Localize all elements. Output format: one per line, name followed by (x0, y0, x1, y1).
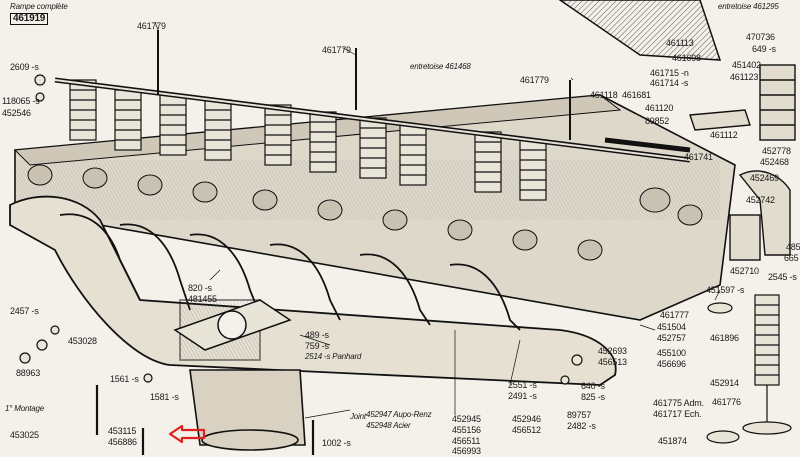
label-part-461779-c: 461779 (520, 75, 549, 85)
valve-springs (69, 79, 547, 201)
label-part-452946: 452946 (512, 414, 541, 424)
label-gasket: Joint (350, 412, 366, 421)
valve-spring-assembly (706, 294, 792, 444)
studs (95, 385, 315, 455)
label-part-470736: 470736 (746, 32, 775, 42)
washers (19, 74, 583, 385)
label-part-461896: 461896 (710, 333, 739, 343)
label-spacer-461295: entretoise 461295 (718, 2, 779, 11)
manifold-outlet (189, 369, 306, 451)
label-part-452945: 452945 (452, 414, 481, 424)
label-part-640s: 640 -s (581, 381, 605, 391)
label-part-649s: 649 -s (752, 44, 776, 54)
rocker-shaft (54, 77, 691, 163)
label-part-461919: 461919 (10, 13, 49, 25)
label-part-461741: 461741 (684, 152, 713, 162)
label-part-2491s: 2491 -s (508, 391, 537, 401)
label-part-452469: 452469 (750, 173, 779, 183)
label-part-452546: 452546 (2, 108, 31, 118)
label-part-452742: 452742 (746, 195, 775, 205)
label-part-118065s: 118065 -s (2, 96, 40, 106)
label-first-assembly: 1° Montage (5, 404, 45, 413)
thermostat-housing (729, 170, 791, 261)
push-rods (157, 30, 571, 140)
label-part-461779-b: 461779 (322, 45, 351, 55)
label-spacer-461468: entretoise 461468 (410, 62, 471, 71)
label-part-461118: 461118 (590, 90, 618, 100)
label-part-461698: 461698 (672, 53, 701, 63)
label-part-451874: 451874 (658, 436, 687, 446)
label-part-1581s: 1581 -s (150, 392, 179, 402)
label-part-89852: 89852 (645, 116, 670, 126)
label-full-ramp: Rampe complète (10, 2, 68, 11)
label-part-452778: 452778 (762, 146, 791, 156)
left-arrow-icon (168, 424, 206, 444)
label-part-451402: 451402 (732, 60, 761, 70)
label-part-452948: 452948 Acier (366, 421, 411, 430)
label-part-455156: 455156 (452, 425, 481, 435)
label-part-456696: 456696 (657, 359, 686, 369)
label-part-461717: 461717 Ech. (653, 409, 702, 419)
label-part-453115: 453115 (108, 426, 137, 436)
label-part-1002s: 1002 -s (322, 438, 351, 448)
label-part-2457s: 2457 -s (10, 306, 39, 316)
label-part-452710: 452710 (730, 266, 759, 276)
label-part-825s: 825 -s (581, 392, 605, 402)
label-part-461779-a: 461779 (137, 21, 166, 31)
label-part-452693: 452693 (598, 346, 627, 356)
label-part-461715n: 461715 -n (650, 68, 689, 78)
label-part-456512: 456512 (512, 425, 541, 435)
label-part-456993: 456993 (452, 446, 481, 456)
label-part-461775: 461775 Adm. (653, 398, 704, 408)
label-part-665s: 665 -s (784, 253, 800, 263)
label-part-461714s: 461714 -s (650, 78, 689, 88)
label-part-456886: 456886 (108, 437, 137, 447)
label-part-485: 485 (786, 242, 800, 252)
label-part-453028: 453028 (68, 336, 97, 346)
label-part-2482s: 2482 -s (567, 421, 596, 431)
label-part-452914: 452914 (710, 378, 739, 388)
label-part-452757: 452757 (657, 333, 686, 343)
label-part-456513: 456513 (598, 357, 627, 367)
intake-flange (173, 299, 292, 351)
label-part-461776: 461776 (712, 397, 741, 407)
label-part-452468: 452468 (760, 157, 789, 167)
label-part-461681: 461681 (622, 90, 651, 100)
rocker-cover (558, 0, 722, 61)
label-part-461112: 461112 (710, 130, 738, 140)
label-part-461113: 461113 (666, 38, 694, 48)
label-part-453025: 453025 (10, 430, 39, 440)
label-part-2545s: 2545 -s (768, 272, 797, 282)
label-part-88963: 88963 (16, 368, 41, 378)
label-part-759s: 759 -s (305, 341, 329, 351)
label-part-456511: 456511 (452, 436, 481, 446)
label-part-452947: 452947 Aupo-Renz (366, 410, 432, 419)
label-part-2551s: 2551 -s (508, 380, 537, 390)
label-part-461120: 461120 (645, 103, 674, 113)
label-part-461777: 461777 (660, 310, 689, 320)
label-part-89757: 89757 (567, 410, 592, 420)
label-part-481455: 481455 (188, 294, 217, 304)
leader-lines (154, 21, 721, 419)
rocker-arm-detail (604, 64, 796, 153)
label-part-2609s: 2609 -s (10, 62, 39, 72)
label-part-461123: 461123 (730, 72, 759, 82)
label-part-1561s: 1561 -s (110, 374, 139, 384)
label-part-451597s: 451597 -s (706, 285, 745, 295)
label-part-455100: 455100 (657, 348, 686, 358)
label-part-451504: 451504 (657, 322, 686, 332)
label-part-489s: 489 -s (305, 330, 329, 340)
ports (27, 164, 703, 261)
label-part-2514s: 2514 -s Panhard (305, 352, 362, 361)
label-part-820s: 820 -s (188, 283, 212, 293)
